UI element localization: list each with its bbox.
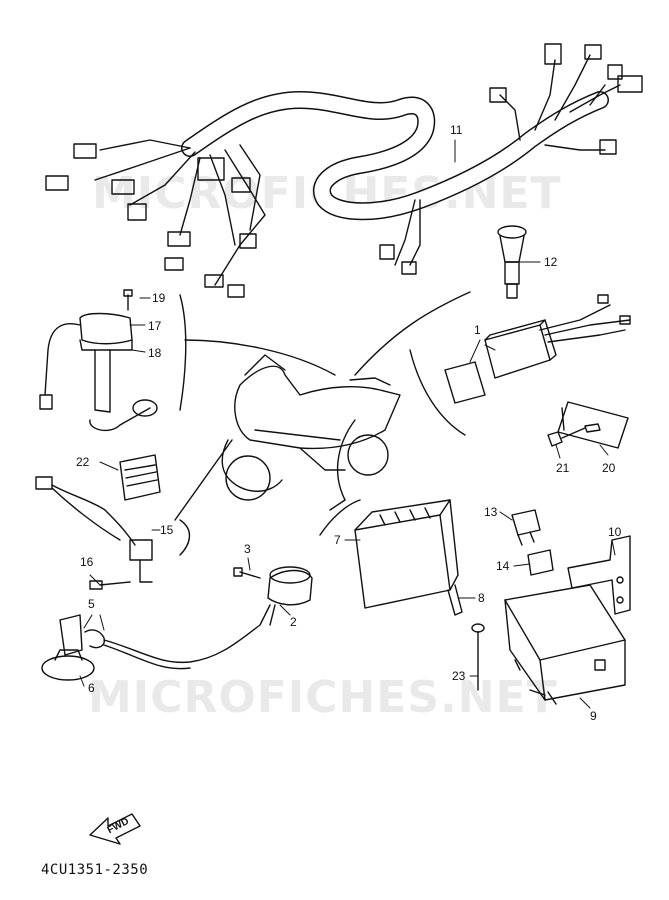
fwd-label: FWD <box>106 816 131 836</box>
fwd-arrow <box>89 813 141 845</box>
callout-leaders <box>79 139 616 709</box>
part-22-rectifier[interactable] <box>119 454 161 501</box>
callout-3: 3 <box>244 542 251 556</box>
callout-1: 1 <box>474 323 481 337</box>
scooter-illustration <box>221 354 401 501</box>
part-21-nut[interactable] <box>547 423 601 447</box>
callout-8: 8 <box>478 591 485 605</box>
part-15-16-bracket[interactable] <box>35 476 191 590</box>
part-10-bracket[interactable] <box>567 535 631 615</box>
part-5-6-plug-cap[interactable] <box>41 604 271 681</box>
callout-5: 5 <box>88 597 95 611</box>
part-20-reflector[interactable] <box>557 401 629 449</box>
callout-14: 14 <box>496 559 510 573</box>
part-23-bolt[interactable] <box>471 623 485 691</box>
callout-2: 2 <box>290 615 297 629</box>
callout-23: 23 <box>452 669 466 683</box>
callout-9: 9 <box>590 709 597 723</box>
callout-13: 13 <box>484 505 498 519</box>
part-17-18-fuel-sender[interactable] <box>39 289 187 432</box>
part-14-relay[interactable] <box>527 549 554 576</box>
callout-15: 15 <box>160 523 174 537</box>
diagram-code: 4CU1351-2350 <box>41 862 149 878</box>
callout-12: 12 <box>544 255 558 269</box>
callout-17: 17 <box>148 319 162 333</box>
callout-16: 16 <box>80 555 94 569</box>
callout-20: 20 <box>602 461 616 475</box>
part-9-battery-box[interactable] <box>504 584 626 705</box>
callout-7: 7 <box>334 533 341 547</box>
callout-22: 22 <box>76 455 90 469</box>
callout-19: 19 <box>152 291 166 305</box>
callout-18: 18 <box>148 346 162 360</box>
part-12-switch[interactable] <box>497 225 527 299</box>
callout-10: 10 <box>608 525 622 539</box>
callout-11: 11 <box>450 123 463 137</box>
part-13-relay[interactable] <box>511 509 541 546</box>
callout-21: 21 <box>556 461 570 475</box>
callout-6: 6 <box>88 681 95 695</box>
leader-lines <box>174 291 471 536</box>
part-7-battery[interactable] <box>354 499 463 616</box>
part-2-3-ignition-coil[interactable] <box>233 566 313 626</box>
part-1-cdi[interactable] <box>444 294 631 404</box>
harness-connectors <box>45 43 643 298</box>
wire-harness[interactable] <box>94 54 621 286</box>
callout-numbers: 11 12 1 19 17 18 22 21 20 15 16 5 6 3 2 … <box>76 123 622 836</box>
